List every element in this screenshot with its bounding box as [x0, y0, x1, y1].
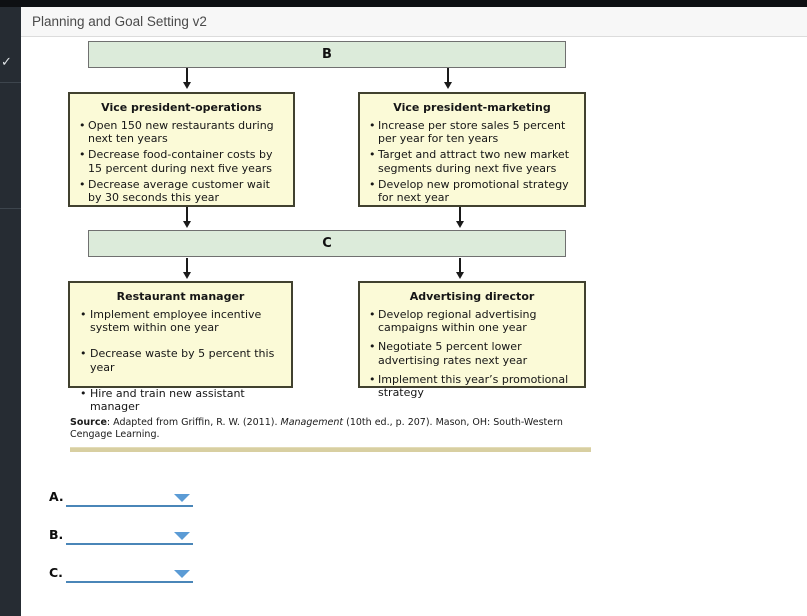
goal-item: Implement employee incentive system with… [77, 308, 284, 334]
answer-c-dropdown[interactable] [66, 566, 193, 583]
goal-item: Decrease waste by 5 percent this year [77, 347, 284, 373]
level-bar-b: B [88, 41, 566, 68]
sidebar-divider [0, 82, 21, 83]
arrow-down [444, 68, 452, 89]
advertising-director-title: Advertising director [409, 290, 535, 303]
goal-item: Increase per store sales 5 percent per y… [367, 119, 577, 145]
goal-item: Develop new promotional strategy for nex… [367, 178, 577, 204]
restaurant-manager-title: Restaurant manager [116, 290, 245, 303]
level-bar-c: C [88, 230, 566, 257]
restaurant-manager-box: Restaurant manager Implement employee in… [68, 281, 293, 413]
answer-a-label: A. [49, 489, 64, 504]
source-text: : Adapted from Griffin, R. W. (2011). [106, 417, 281, 428]
answer-b-dropdown[interactable] [66, 528, 193, 545]
answer-c-label: C. [49, 565, 63, 580]
goal-item: Negotiate 5 percent lower advertising ra… [367, 340, 577, 366]
arrow-down [183, 258, 191, 279]
advertising-director-box: Advertising director Develop regional ad… [358, 281, 586, 399]
goal-item: Decrease food-container costs by 15 perc… [77, 148, 286, 174]
source-book-title: Management [280, 417, 344, 428]
goal-item: Implement this year’s promotional strate… [367, 373, 577, 399]
goal-item: Open 150 new restaurants during next ten… [77, 119, 286, 145]
source-citation: Source: Adapted from Griffin, R. W. (201… [70, 417, 597, 441]
answer-b-label: B. [49, 527, 64, 542]
page-title: Planning and Goal Setting v2 [32, 14, 207, 29]
arrow-down [183, 68, 191, 89]
goal-item: Decrease average customer wait by 30 sec… [77, 178, 286, 204]
chevron-down-icon[interactable] [174, 494, 190, 502]
chevron-down-icon[interactable] [174, 570, 190, 578]
vp-marketing-goals: Increase per store sales 5 percent per y… [367, 119, 577, 204]
vp-marketing-box: Vice president-marketing Increase per st… [358, 92, 586, 207]
level-bar-b-label: B [322, 47, 332, 62]
app-sidebar: ✓ [0, 7, 21, 616]
restaurant-manager-goals: Implement employee incentive system with… [77, 308, 284, 413]
vp-operations-title: Vice president-operations [101, 101, 262, 114]
arrow-down [456, 258, 464, 279]
arrow-down [183, 207, 191, 228]
chevron-down-icon[interactable] [174, 532, 190, 540]
source-text: (10th ed., p. 207). Mason, OH: South-Wes… [70, 417, 563, 440]
source-label: Source [70, 417, 107, 428]
goal-item: Develop regional advertising campaigns w… [367, 308, 577, 334]
goal-item: Hire and train new assistant manager [77, 387, 284, 413]
check-icon[interactable]: ✓ [1, 55, 12, 70]
sidebar-divider [0, 208, 21, 209]
page-header: Planning and Goal Setting v2 [21, 7, 807, 37]
vp-operations-goals: Open 150 new restaurants during next ten… [77, 119, 286, 204]
vp-operations-box: Vice president-operations Open 150 new r… [68, 92, 295, 207]
level-bar-c-label: C [322, 236, 332, 251]
answer-a-dropdown[interactable] [66, 490, 193, 507]
top-black-bar [0, 0, 807, 7]
goal-item: Target and attract two new market segmen… [367, 148, 577, 174]
arrow-down [456, 207, 464, 228]
section-divider [70, 447, 591, 452]
advertising-director-goals: Develop regional advertising campaigns w… [367, 308, 577, 399]
vp-marketing-title: Vice president-marketing [393, 101, 551, 114]
